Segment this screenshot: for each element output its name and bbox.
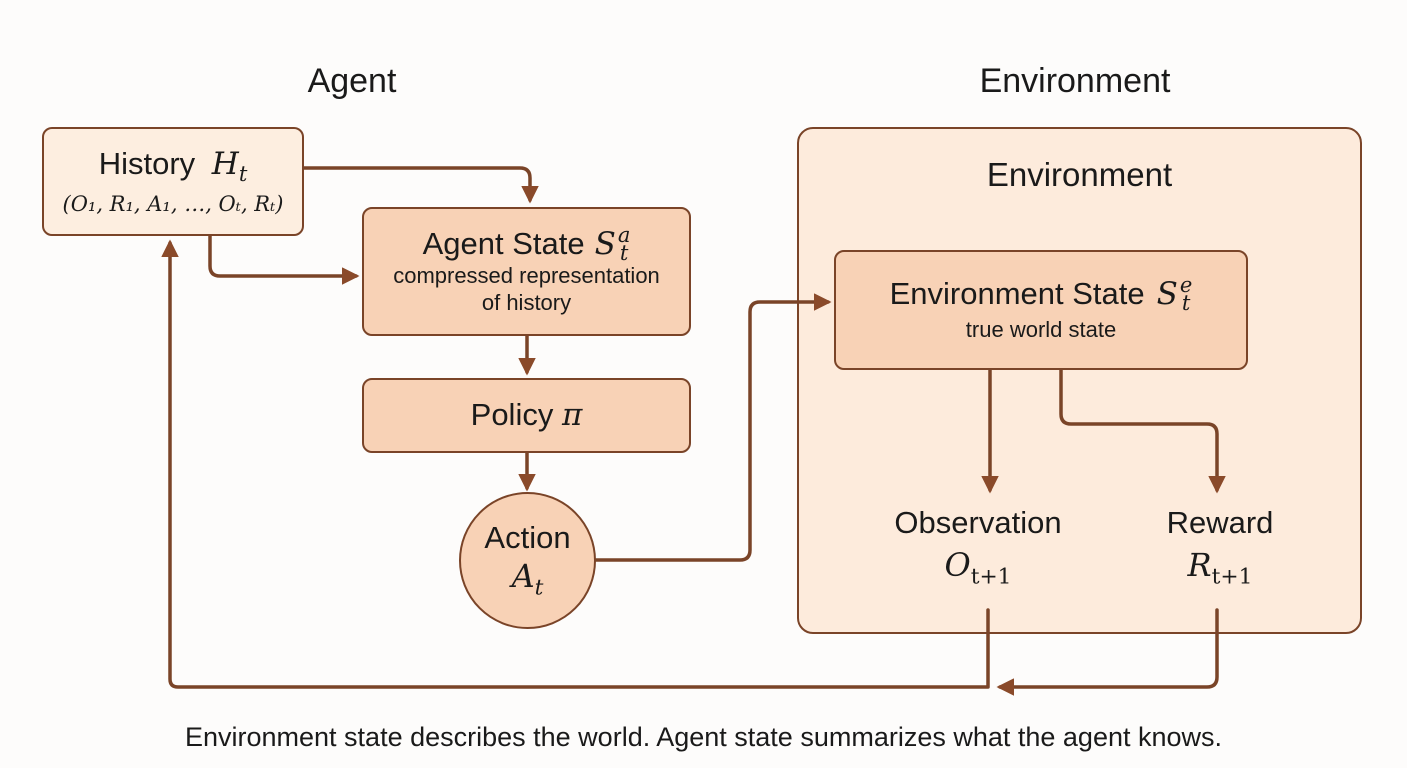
agent-state-desc-2: of history bbox=[481, 290, 572, 316]
agent-state-title-line: Agent State S a t bbox=[422, 222, 631, 265]
history-sequence: (O₁, R₁, A₁, …, Oₜ, Rₜ) bbox=[62, 191, 284, 216]
agent-state-box: Agent State S a t compressed representat… bbox=[362, 207, 691, 336]
action-symbol: At bbox=[512, 557, 544, 600]
history-title-line: History Ht bbox=[98, 146, 248, 186]
agent-state-symbol-sup: a bbox=[617, 222, 631, 248]
environment-state-symbol-sub: t bbox=[1181, 290, 1191, 316]
arrow-envstate-to-reward bbox=[1059, 368, 1226, 494]
observation-symbol-sub: t+1 bbox=[970, 564, 1012, 590]
observation-symbol: Ot+1 bbox=[868, 546, 1088, 589]
policy-box: Policy π bbox=[362, 378, 691, 453]
arrow-reward-to-feedback bbox=[996, 608, 1219, 696]
environment-state-symbol-base: S bbox=[1156, 276, 1178, 313]
policy-title-line: Policy π bbox=[470, 397, 583, 434]
action-circle: Action At bbox=[459, 492, 596, 629]
arrow-action-to-envstate bbox=[592, 293, 832, 562]
agent-state-desc-1: compressed representation bbox=[393, 262, 660, 288]
history-symbol: Ht bbox=[211, 146, 248, 185]
arrow-observation-to-history bbox=[161, 239, 990, 689]
agent-state-symbol-sub: t bbox=[619, 240, 629, 265]
agent-state-symbol-base: S bbox=[594, 225, 616, 262]
history-title: History bbox=[98, 146, 196, 182]
observation-node: Observation Ot+1 bbox=[868, 505, 1088, 589]
policy-title: Policy bbox=[470, 397, 554, 433]
action-title: Action bbox=[484, 519, 571, 555]
caption: Environment state describes the world. A… bbox=[184, 722, 1223, 752]
environment-state-title: Environment State bbox=[889, 276, 1145, 312]
reward-node: Reward Rt+1 bbox=[1120, 505, 1320, 589]
environment-panel-title: Environment bbox=[986, 156, 1173, 193]
reward-symbol-base: R bbox=[1187, 546, 1212, 585]
environment-state-symbol-scripts: e t bbox=[1179, 272, 1193, 316]
environment-state-box: Environment State S e t true world state bbox=[834, 250, 1248, 370]
reward-title: Reward bbox=[1166, 505, 1274, 540]
reward-symbol-sub: t+1 bbox=[1211, 564, 1253, 590]
environment-state-symbol: S e t bbox=[1156, 272, 1193, 316]
agent-state-title: Agent State bbox=[422, 225, 585, 261]
environment-state-title-line: Environment State S e t bbox=[889, 272, 1193, 316]
action-symbol-base: A bbox=[511, 556, 535, 595]
agent-heading: Agent bbox=[307, 62, 397, 100]
environment-state-symbol-sup: e bbox=[1179, 272, 1193, 298]
environment-state-desc: true world state bbox=[965, 317, 1117, 343]
history-symbol-base: H bbox=[211, 146, 239, 183]
agent-state-symbol-scripts: a t bbox=[617, 222, 631, 265]
agent-state-symbol: S a t bbox=[594, 222, 631, 265]
arrow-history-to-agentstate-top bbox=[301, 166, 539, 204]
observation-symbol-base: O bbox=[944, 546, 971, 585]
arrow-history-to-agentstate-side bbox=[208, 234, 360, 285]
reward-symbol: Rt+1 bbox=[1120, 546, 1320, 589]
environment-heading: Environment bbox=[979, 62, 1171, 100]
policy-symbol: π bbox=[561, 397, 583, 434]
observation-title: Observation bbox=[894, 505, 1062, 540]
history-box: History Ht (O₁, R₁, A₁, …, Oₜ, Rₜ) bbox=[42, 127, 304, 236]
environment-panel: Environment bbox=[797, 127, 1362, 634]
history-symbol-sub: t bbox=[238, 161, 248, 187]
action-symbol-sub: t bbox=[534, 575, 544, 601]
